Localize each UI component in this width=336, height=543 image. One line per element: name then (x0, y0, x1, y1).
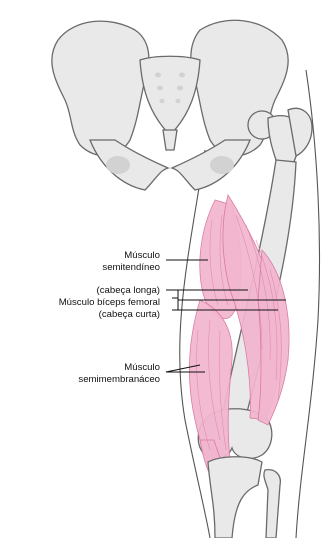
label-semimembranosus-2: semimembranáceo (78, 374, 160, 385)
tibia (208, 457, 262, 538)
obturator-foramen-left (106, 156, 130, 174)
label-semimembranosus-1: Músculo (124, 362, 160, 373)
fibula (264, 470, 280, 538)
label-biceps-short: (cabeça curta) (99, 309, 160, 320)
label-biceps-main: Músculo bíceps femoral (59, 297, 160, 308)
biceps-femoris-short-head (258, 250, 289, 425)
lower-leg-bones (208, 457, 280, 538)
pelvis (52, 20, 288, 190)
label-biceps-long: (cabeça longa) (97, 285, 160, 296)
label-semitendinosus-1: Músculo (124, 250, 160, 261)
anatomical-labels: Músculo semitendíneo (cabeça longa) Músc… (59, 250, 160, 385)
label-semitendinosus-2: semitendíneo (102, 262, 160, 273)
obturator-foramen-right (210, 156, 234, 174)
